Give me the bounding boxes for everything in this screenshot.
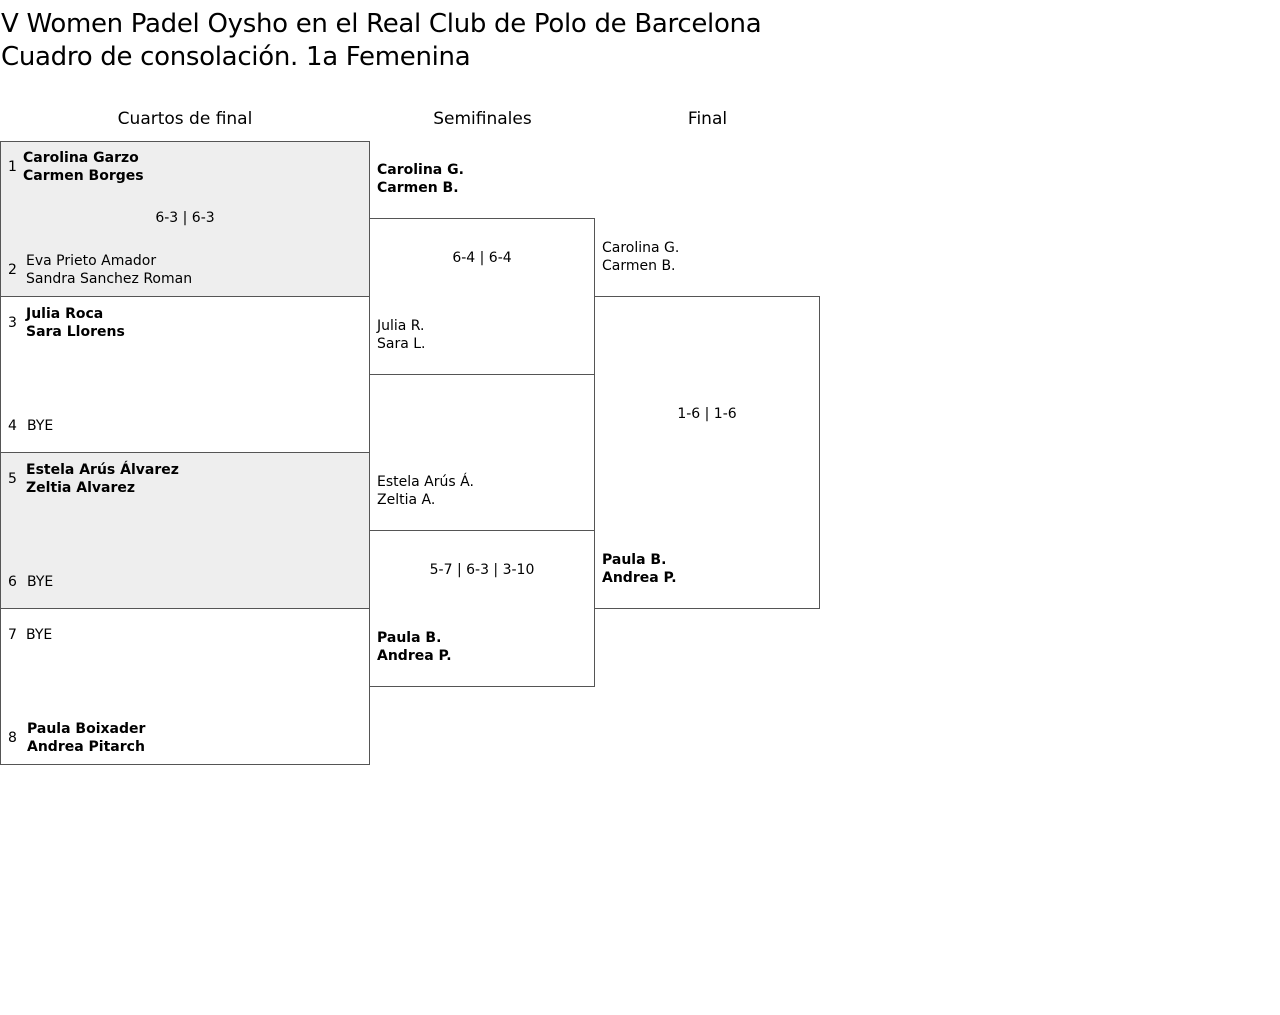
player-name: Carmen B.: [377, 180, 459, 196]
player-name: BYE: [27, 418, 54, 434]
match-score: 6-3 | 6-3: [155, 210, 215, 226]
player-name: Estela Arús Á.: [377, 474, 474, 490]
team-entry: Carolina G. Carmen B.: [602, 239, 679, 275]
team-entry: BYE: [26, 626, 52, 644]
team-entry: Eva Prieto Amador Sandra Sanchez Roman: [26, 252, 192, 288]
team-entry: Julia Roca Sara Llorens: [26, 305, 125, 341]
player-name: Zeltia Alvarez: [26, 480, 136, 496]
team-entry: Julia R. Sara L.: [377, 317, 426, 353]
quarterfinal-match-4: 7 BYE 8 Paula Boixader Andrea Pitarch: [0, 608, 370, 765]
draw-subtitle: Cuadro de consolación. 1a Femenina: [1, 42, 471, 72]
player-name: BYE: [27, 574, 54, 590]
player-name: Eva Prieto Amador: [26, 253, 157, 269]
player-name: Andrea Pitarch: [27, 739, 145, 755]
team-entry: BYE: [27, 417, 53, 435]
player-name: Paula B.: [377, 630, 442, 646]
quarterfinal-match-3: 5 Estela Arús Álvarez Zeltia Alvarez 6 B…: [0, 452, 370, 609]
player-name: Estela Arús Álvarez: [26, 462, 179, 478]
seed-number: 7: [8, 627, 17, 643]
player-name: Carolina Garzo: [23, 150, 139, 166]
match-score: 5-7 | 6-3 | 3-10: [429, 562, 535, 578]
team-entry: Paula B. Andrea P.: [377, 629, 452, 665]
team-entry: Estela Arús Á. Zeltia A.: [377, 473, 474, 509]
quarterfinal-match-2: 3 Julia Roca Sara Llorens 4 BYE: [0, 296, 370, 453]
seed-number: 8: [8, 730, 17, 746]
page-title: V Women Padel Oysho en el Real Club de P…: [1, 8, 762, 74]
seed-number: 3: [8, 315, 17, 331]
seed-number: 5: [8, 471, 17, 487]
player-name: Julia R.: [377, 318, 425, 334]
round-label-final: Final: [687, 109, 728, 129]
tournament-title: V Women Padel Oysho en el Real Club de P…: [1, 9, 762, 39]
player-name: Carmen Borges: [23, 168, 144, 184]
seed-number: 1: [8, 159, 17, 175]
player-name: BYE: [26, 627, 53, 643]
team-entry: BYE: [27, 573, 53, 591]
team-entry: Carolina Garzo Carmen Borges: [23, 149, 144, 185]
player-name: Carolina G.: [377, 162, 464, 178]
player-name: Sara L.: [377, 336, 426, 352]
semifinal-match-2: 5-7 | 6-3 | 3-10 Paula B. Andrea P.: [369, 530, 595, 687]
team-entry: Paula B. Andrea P.: [602, 551, 677, 587]
round-label-quarterfinals: Cuartos de final: [117, 109, 253, 129]
player-name: Andrea P.: [602, 570, 677, 586]
player-name: Carmen B.: [602, 258, 676, 274]
player-name: Julia Roca: [26, 306, 104, 322]
match-score: 1-6 | 1-6: [677, 406, 737, 422]
match-score: 6-4 | 6-4: [452, 250, 512, 266]
player-name: Sara Llorens: [26, 324, 125, 340]
quarterfinal-match-1: 1 Carolina Garzo Carmen Borges 6-3 | 6-3…: [0, 141, 370, 297]
player-name: Zeltia A.: [377, 492, 436, 508]
semifinal-match-1: 6-4 | 6-4 Julia R. Sara L.: [369, 218, 595, 375]
player-name: Sandra Sanchez Roman: [26, 271, 193, 287]
seed-number: 2: [8, 262, 17, 278]
final-match: 1-6 | 1-6 Paula B. Andrea P.: [594, 296, 820, 609]
player-name: Andrea P.: [377, 648, 452, 664]
player-name: Paula B.: [602, 552, 667, 568]
player-name: Paula Boixader: [27, 721, 146, 737]
player-name: Carolina G.: [602, 240, 680, 256]
round-label-semifinals: Semifinales: [433, 109, 532, 129]
seed-number: 4: [8, 418, 17, 434]
team-entry: Estela Arús Álvarez Zeltia Alvarez: [26, 461, 179, 497]
team-entry: Paula Boixader Andrea Pitarch: [27, 720, 145, 756]
seed-number: 6: [8, 574, 17, 590]
team-entry: Carolina G. Carmen B.: [377, 161, 464, 197]
